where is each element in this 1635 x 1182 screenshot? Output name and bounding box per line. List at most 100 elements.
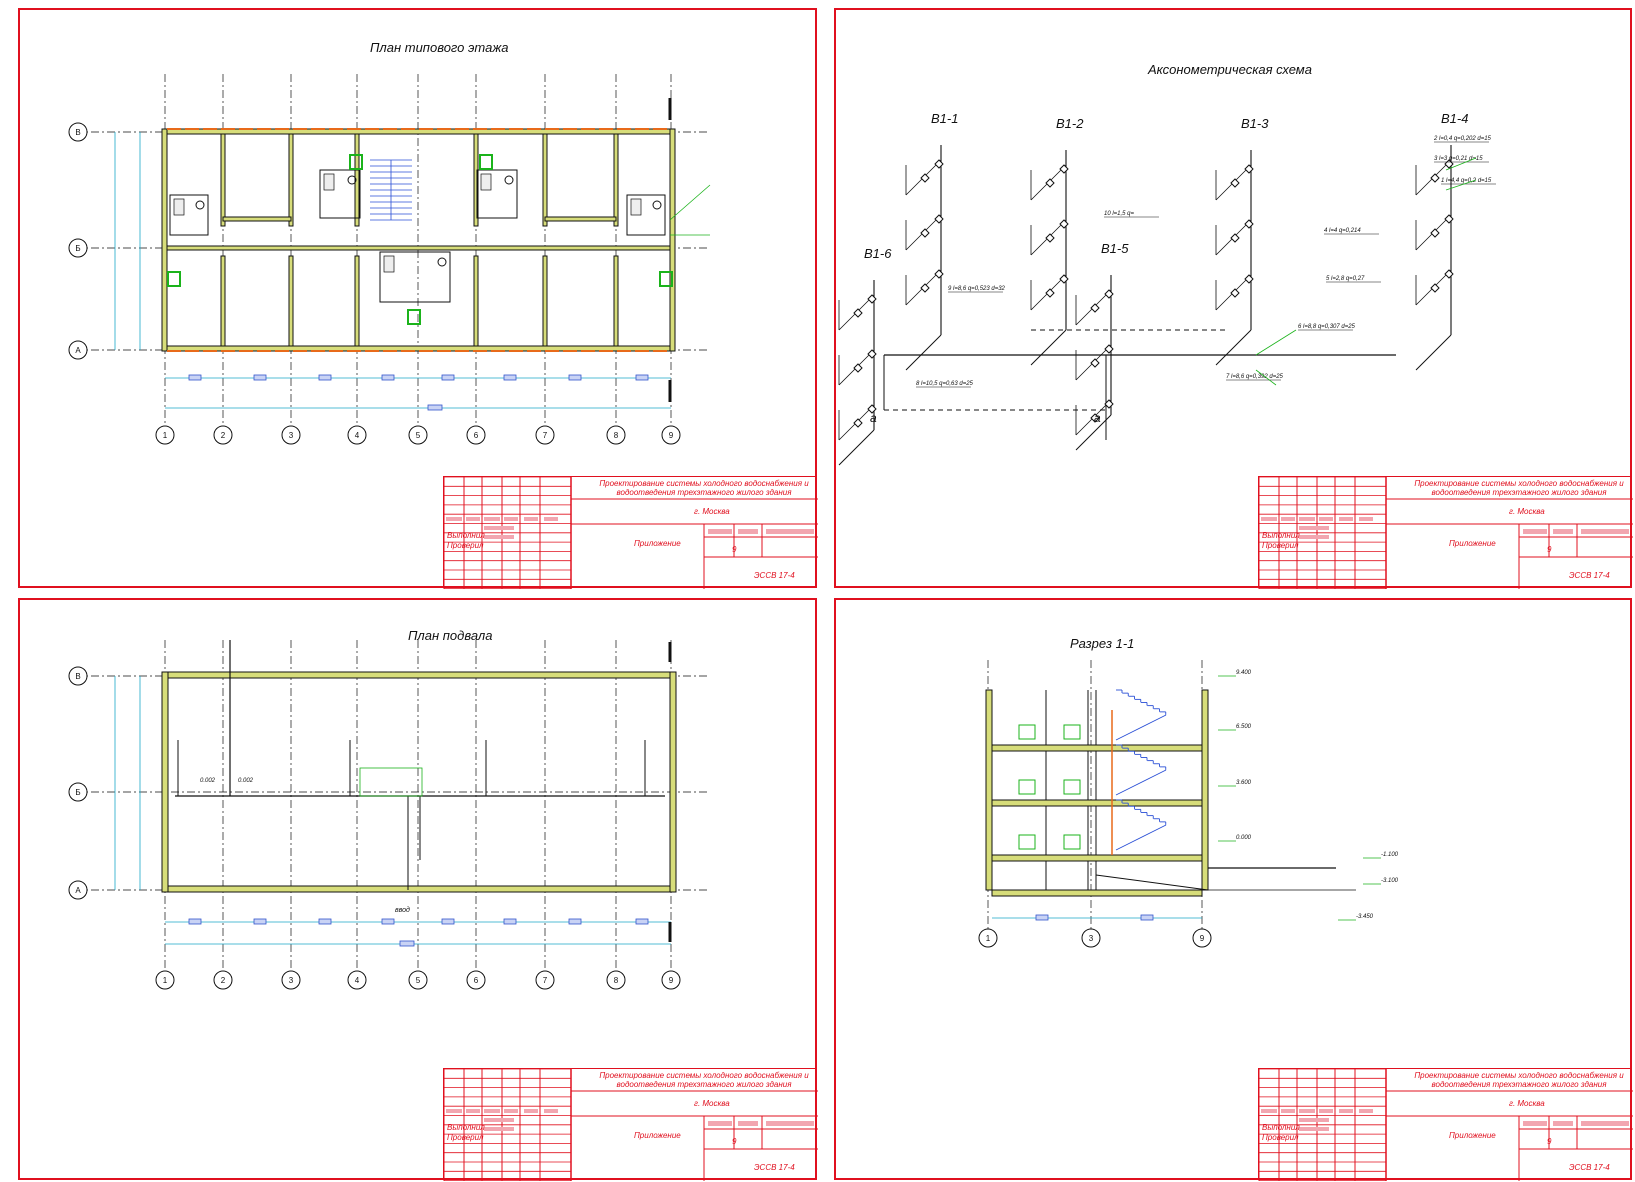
bathroom [476, 169, 518, 219]
title-block-grid [1258, 1068, 1633, 1181]
stair-flight [1115, 824, 1167, 851]
fixture [1444, 269, 1454, 279]
axis-bubble-col [606, 425, 626, 445]
stamp-placeholder [1553, 1121, 1573, 1126]
dim-value [427, 404, 443, 411]
fixture [1045, 178, 1055, 188]
dim-value [1035, 914, 1049, 921]
stamp-placeholder [1339, 517, 1353, 521]
stamp-role-checked: Проверил [1262, 1133, 1299, 1142]
stamp-role-done: Выполнил [447, 531, 485, 540]
riser-box [349, 154, 363, 170]
dim-value [318, 374, 332, 381]
axis-bubble-col-label: 2 [221, 976, 226, 985]
title-block: Проектирование системы холодного водосна… [443, 1068, 818, 1181]
axis-bubble-row [68, 782, 88, 802]
fixture [853, 418, 863, 428]
partition-wall [288, 255, 294, 347]
level-mark: -3.450 [1356, 914, 1374, 920]
stamp-city: г. Москва [694, 1099, 730, 1108]
bathroom [169, 194, 209, 236]
stamp-placeholder [484, 517, 500, 521]
stamp-placeholder [708, 1121, 732, 1126]
fixture [1059, 274, 1069, 284]
wall-right [1201, 689, 1209, 891]
fixture [920, 283, 930, 293]
riser-b1-1-base [905, 334, 942, 371]
node-label-a: а [1094, 411, 1101, 425]
level-mark: -1.100 [1381, 852, 1399, 858]
stamp-placeholder [1261, 1109, 1277, 1113]
axis-bubble-col-label: 9 [1200, 934, 1205, 943]
pipe-note: 1 l=4,4 q=0,2 d=15 [1441, 178, 1492, 184]
stamp-placeholder [446, 1109, 462, 1113]
sheet-title: План типового этажа [370, 40, 509, 55]
outer-wall-right [669, 128, 676, 352]
axis-bubble-col [466, 970, 486, 990]
outer-wall-left [161, 671, 169, 893]
outer-wall-top [161, 128, 676, 135]
stamp-sheet-no: 9 [1547, 1137, 1552, 1146]
stamp-doc: Приложение [634, 1131, 681, 1140]
toilet [195, 200, 205, 210]
stamp-project: Проектирование системы холодного водосна… [599, 1071, 809, 1089]
fixture [1430, 228, 1440, 238]
axis-bubble-col-label: 6 [474, 431, 479, 440]
bathroom [319, 169, 361, 219]
stamp-city: г. Москва [694, 507, 730, 516]
axis-bubble-col-label: 2 [221, 431, 226, 440]
stamp-placeholder [738, 529, 758, 534]
riser-b1-3-base [1215, 329, 1252, 366]
stamp-placeholder [1299, 535, 1329, 539]
fixture [1244, 164, 1254, 174]
stair-flight [1115, 769, 1167, 796]
pipe-note: 3 l=3 q=0,21 d=15 [1434, 156, 1483, 162]
axis-bubble-col [408, 425, 428, 445]
stamp-placeholder [708, 529, 732, 534]
axis-bubble-col [1081, 928, 1101, 948]
axis-bubble-col [281, 425, 301, 445]
bathroom [626, 194, 666, 236]
axis-bubble-col-label: 3 [289, 976, 294, 985]
outer-wall-right [669, 671, 677, 893]
toilet [504, 175, 514, 185]
fixture [1244, 219, 1254, 229]
partition-wall [354, 133, 360, 227]
axis-bubble-col [347, 970, 367, 990]
partition-wall [613, 133, 619, 227]
title-block: Проектирование системы холодного водосна… [443, 476, 818, 589]
pipe-note: 6 l=8,8 q=0,307 d=25 [1298, 324, 1356, 330]
dim-value [503, 374, 517, 381]
axis-bubble-col [661, 425, 681, 445]
level-mark: 3.600 [1236, 780, 1252, 786]
stamp-placeholder [766, 1121, 814, 1126]
riser-label: В1-3 [1241, 116, 1269, 131]
stamp-placeholder [1299, 1109, 1315, 1113]
riser-box [407, 309, 421, 325]
stamp-placeholder [1523, 1121, 1547, 1126]
stamp-doc: Приложение [1449, 1131, 1496, 1140]
leader [669, 184, 711, 221]
dim-value [318, 918, 332, 925]
axis-bubble-row-label: В [75, 128, 80, 137]
sheet-title: Разрез 1-1 [1070, 636, 1135, 651]
floor-slab [991, 854, 1203, 862]
fixture [1244, 274, 1254, 284]
stamp-placeholder [1281, 1109, 1295, 1113]
fixture [1230, 233, 1240, 243]
riser-zone [359, 767, 423, 797]
fixture [1230, 178, 1240, 188]
axis-bubble-col-label: 3 [289, 431, 294, 440]
title-block-grid [443, 476, 818, 589]
axis-bubble-col [535, 970, 555, 990]
fixture [853, 363, 863, 373]
bathtub [630, 198, 642, 216]
bathtub [173, 198, 185, 216]
inlet-note: ввод [395, 906, 410, 914]
toilet [652, 200, 662, 210]
